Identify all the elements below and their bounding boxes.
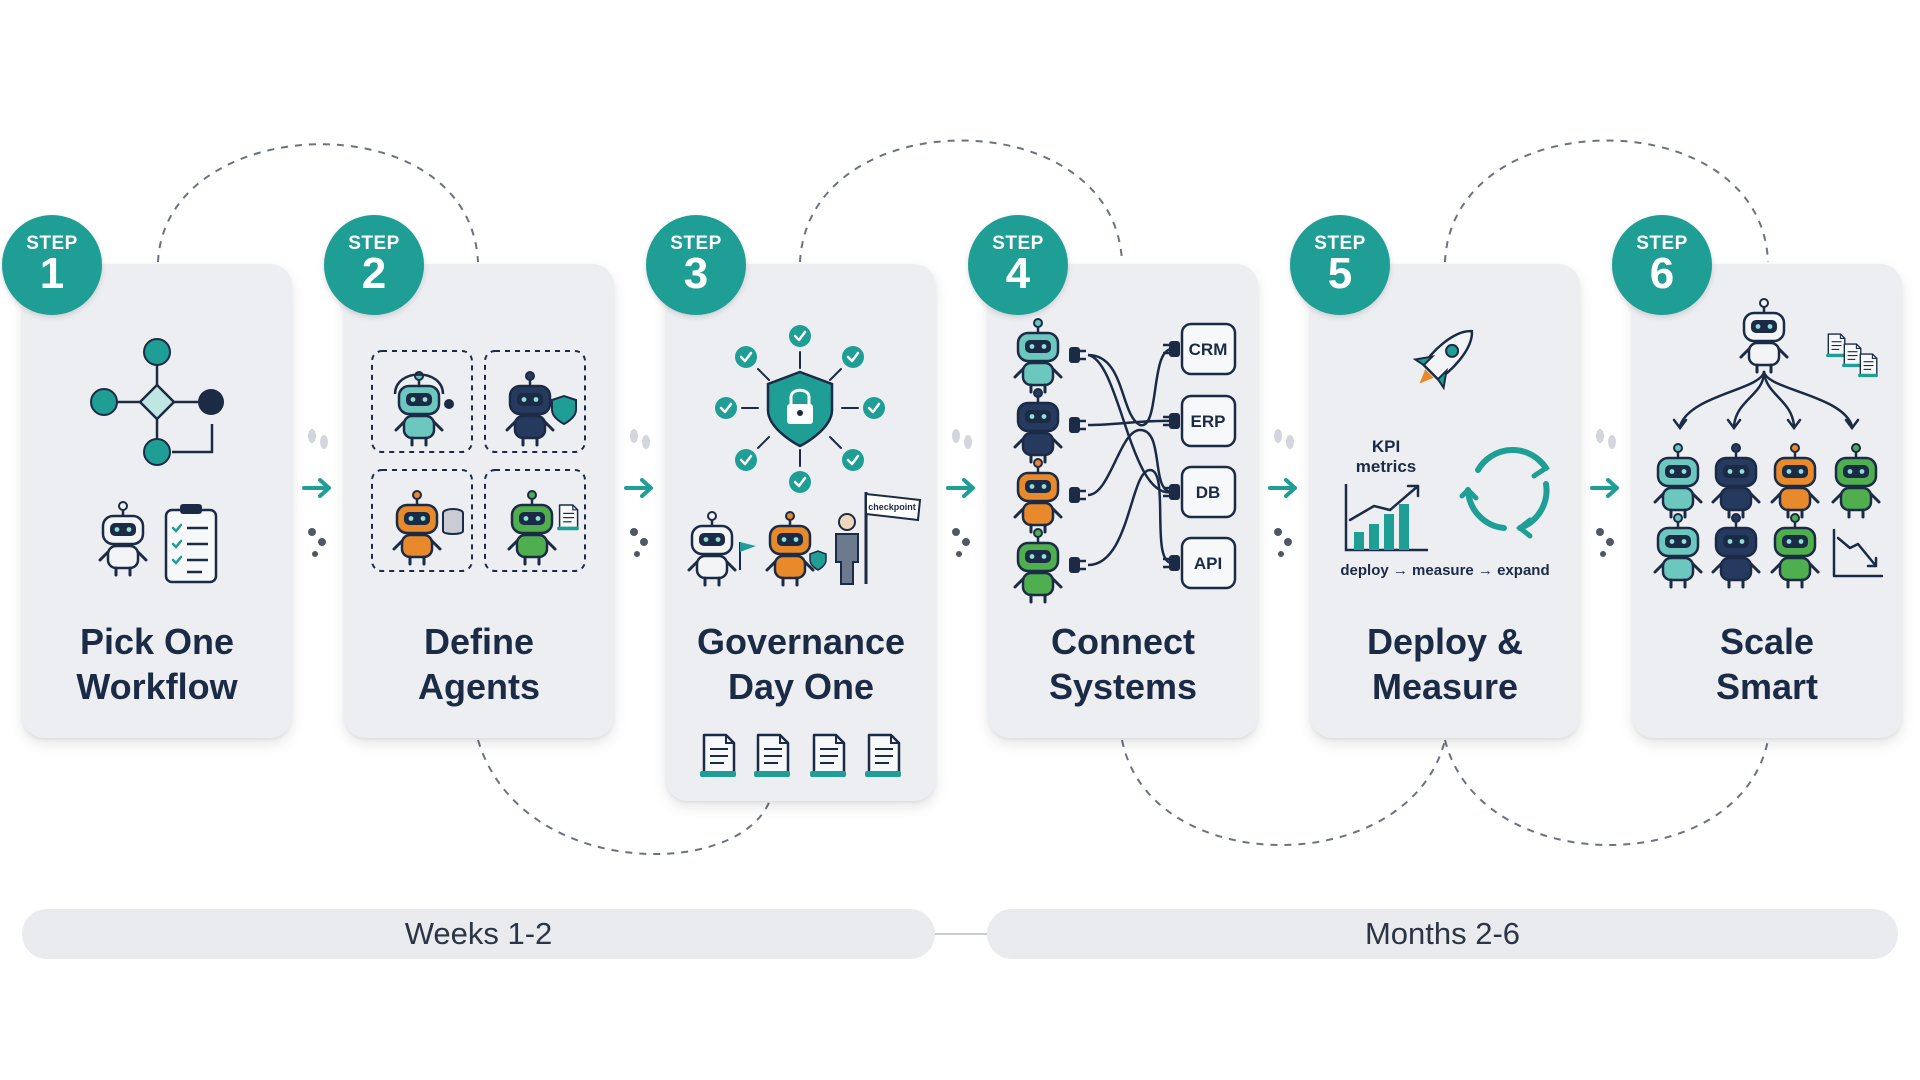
robot-icon <box>1711 442 1761 519</box>
check-icon <box>840 447 866 473</box>
phase-connector-line <box>935 933 987 935</box>
check-icon <box>733 344 759 370</box>
footprint-arrow-4-5 <box>1268 429 1297 557</box>
data-agent-icon <box>392 489 464 566</box>
policy-documents <box>698 733 903 779</box>
robot-icon <box>1013 527 1063 604</box>
check-icon <box>787 469 813 495</box>
footprint-arrow-5-6 <box>1590 429 1619 557</box>
phase-bar-months: Months 2-6 <box>987 909 1898 959</box>
step-badge-5: STEP 5 <box>1290 215 1390 315</box>
lock-icon <box>787 388 813 424</box>
robot-icon <box>765 510 827 587</box>
workflow-flowchart-icon <box>90 338 224 466</box>
cycle-arrows-icon <box>1459 447 1550 539</box>
loop-step3-step4 <box>799 139 1123 263</box>
check-icon <box>787 323 813 349</box>
api-label: API <box>1194 554 1222 573</box>
metrics-label: metrics <box>1356 457 1416 476</box>
loop-step2-step3 <box>477 739 771 855</box>
loop-step1-step2 <box>157 143 479 263</box>
footprint-arrow-3-4 <box>946 429 975 557</box>
check-icon <box>733 447 759 473</box>
step-badge-4: STEP 4 <box>968 215 1068 315</box>
erp-box <box>1180 394 1237 448</box>
checkpoint-flag-label: checkpoint <box>868 502 916 512</box>
robot-icon <box>1711 512 1761 589</box>
api-box <box>1180 536 1237 590</box>
robot-icon <box>687 510 756 587</box>
system-connections: CRM ERP DB API <box>1013 317 1237 604</box>
crm-box <box>1180 322 1237 376</box>
robot-icon <box>1013 317 1063 394</box>
step-badge-6: STEP 6 <box>1612 215 1712 315</box>
plug-icon <box>1067 415 1088 435</box>
governance-shield-hub <box>713 323 887 495</box>
cycle-caption: deploy → measure → expand <box>1340 562 1549 579</box>
rocket-icon <box>1412 329 1474 391</box>
check-icon <box>840 344 866 370</box>
step-badge-2: STEP 2 <box>324 215 424 315</box>
robot-icon <box>1013 387 1063 464</box>
plug-icon <box>1067 555 1088 575</box>
robot-icon <box>1653 442 1703 519</box>
db-box <box>1180 465 1237 519</box>
document-stack-icon <box>1825 333 1879 378</box>
check-icon <box>861 395 887 421</box>
step-transitions <box>302 429 1619 557</box>
plug-icon <box>1067 345 1088 365</box>
robot-icon <box>1831 442 1881 519</box>
loop-step5-step6-bottom <box>1444 739 1769 846</box>
document-icon <box>863 733 903 779</box>
document-agent-icon <box>507 489 580 566</box>
kpi-label: KPI <box>1372 437 1400 456</box>
clipboard-checklist-icon <box>164 504 218 584</box>
robot-icon <box>1770 442 1820 519</box>
plug-icon <box>1067 485 1088 505</box>
kpi-metrics-chart: KPI metrics <box>1344 437 1428 552</box>
step-badge-1: STEP 1 <box>2 215 102 315</box>
security-agent-icon <box>505 370 577 447</box>
loop-step4-step5 <box>1121 739 1446 846</box>
footprint-arrow-1-2 <box>302 429 331 557</box>
lead-robot-icon <box>1739 297 1789 374</box>
scale-fanout <box>1653 297 1884 589</box>
phase-bar-weeks: Weeks 1-2 <box>22 909 935 959</box>
footprint-arrow-2-3 <box>624 429 653 557</box>
trend-down-chart-icon <box>1832 528 1884 578</box>
loop-step5-step6 <box>1444 139 1769 263</box>
step-title-5: Deploy &Measure <box>1366 621 1524 707</box>
robot-icon <box>1770 512 1820 589</box>
document-icon <box>698 733 738 779</box>
robot-icon <box>98 500 148 577</box>
erp-label: ERP <box>1191 412 1226 431</box>
check-icon <box>713 395 739 421</box>
document-icon <box>752 733 792 779</box>
support-agent-icon <box>393 370 454 447</box>
robot-icon <box>1653 512 1703 589</box>
step-badge-3: STEP 3 <box>646 215 746 315</box>
robot-icon <box>1013 457 1063 534</box>
document-icon <box>808 733 848 779</box>
step-card-2 <box>344 264 614 738</box>
db-label: DB <box>1196 483 1221 502</box>
person-with-flag-icon: checkpoint <box>835 492 922 585</box>
agent-grid <box>371 350 586 572</box>
crm-label: CRM <box>1189 340 1228 359</box>
socket-icon <box>1161 339 1182 359</box>
